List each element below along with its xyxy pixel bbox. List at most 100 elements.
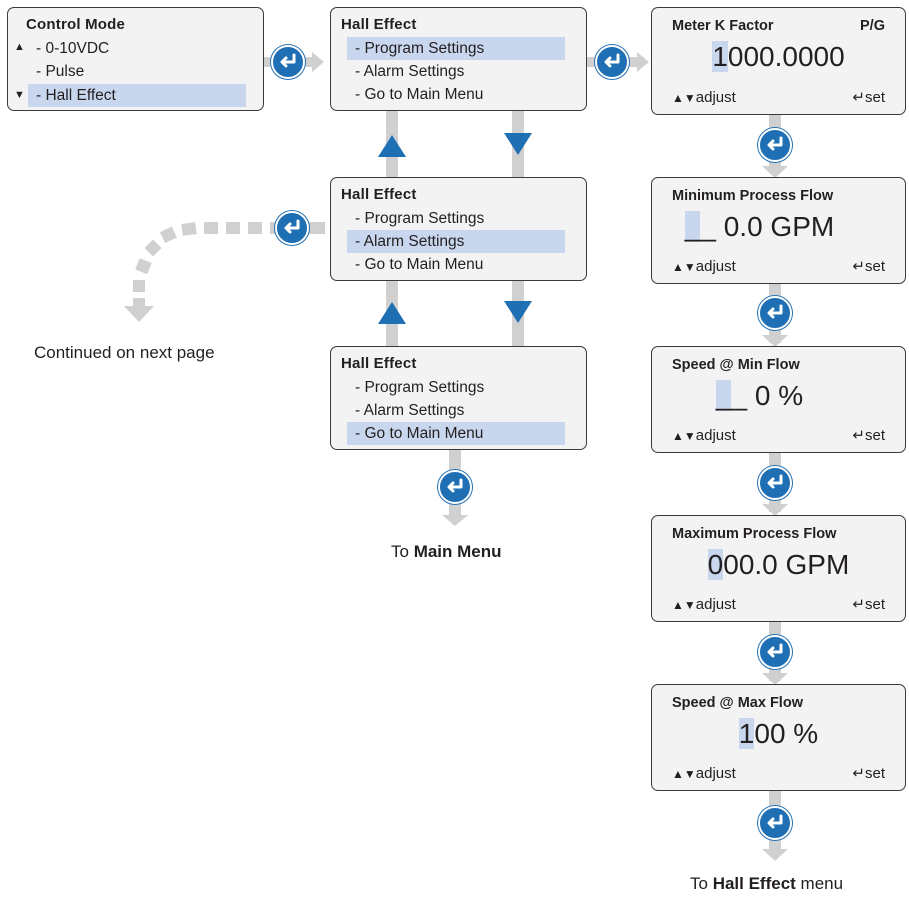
adjust-hint: ▲▼adjust <box>672 596 736 613</box>
enter-return-icon <box>767 474 783 489</box>
adjust-label: adjust <box>695 427 736 444</box>
menu-item-program-settings[interactable]: - Program Settings <box>347 37 565 60</box>
triangle-up-icon <box>378 302 406 324</box>
enter-icon: ↵ <box>852 596 865 613</box>
setting-title: Speed @ Min Flow <box>672 357 800 373</box>
triangle-down-icon <box>504 301 532 323</box>
hall-effect-title: Hall Effect <box>341 186 417 203</box>
up-down-icon: ▲▼ <box>672 260 696 274</box>
enter-button[interactable] <box>758 466 792 500</box>
enter-button[interactable] <box>758 128 792 162</box>
menu-item-hall-effect[interactable]: - Hall Effect <box>28 84 246 107</box>
adjust-hint: ▲▼adjust <box>672 765 736 782</box>
set-label: set <box>864 258 885 275</box>
enter-return-icon <box>280 53 296 68</box>
value-cursor[interactable]: _ <box>684 211 701 242</box>
value-rest: _ 0 % <box>731 380 804 411</box>
set-label: set <box>864 765 885 782</box>
enter-button[interactable] <box>758 806 792 840</box>
continued-caption: Continued on next page <box>34 343 215 362</box>
connector-arrowhead <box>762 166 788 178</box>
dashed-connector <box>124 222 325 322</box>
menu-item-pulse[interactable]: - Pulse <box>36 63 85 80</box>
connector-arrowhead <box>312 52 324 72</box>
scroll-down-icon: ▼ <box>14 89 25 101</box>
enter-button[interactable] <box>595 45 629 79</box>
setting-value[interactable]: 100 % <box>652 717 905 751</box>
enter-button[interactable] <box>438 470 472 504</box>
setting-value[interactable]: 1000.0000 <box>652 40 905 74</box>
enter-return-icon <box>604 53 620 68</box>
max-process-flow-screen: Maximum Process Flow 000.0 GPM ▲▼adjust … <box>651 515 906 622</box>
enter-button[interactable] <box>758 296 792 330</box>
adjust-label: adjust <box>695 258 736 275</box>
enter-icon: ↵ <box>852 765 865 782</box>
menu-item-main-menu[interactable]: - Go to Main Menu <box>347 422 565 445</box>
setting-value[interactable]: 000.0 GPM <box>652 548 905 582</box>
adjust-label: adjust <box>695 596 736 613</box>
enter-button[interactable] <box>271 45 305 79</box>
enter-icon: ↵ <box>852 89 865 106</box>
enter-return-icon <box>447 478 463 493</box>
up-down-icon: ▲▼ <box>672 767 696 781</box>
menu-item-main-menu[interactable]: - Go to Main Menu <box>355 256 484 273</box>
value-rest: 00 % <box>754 718 819 749</box>
connector-arrowhead <box>762 504 788 516</box>
enter-return-icon <box>767 814 783 829</box>
connector-arrowhead <box>442 515 468 526</box>
setting-title: Speed @ Max Flow <box>672 695 803 711</box>
hall-effect-menu-alarm: Hall Effect - Program Settings - Alarm S… <box>330 177 587 281</box>
menu-item-alarm-settings[interactable]: - Alarm Settings <box>355 402 465 419</box>
menu-item-program-settings[interactable]: - Program Settings <box>355 379 485 396</box>
enter-icon: ↵ <box>852 258 865 275</box>
hall-effect-title: Hall Effect <box>341 16 417 33</box>
menu-item-0-10vdc[interactable]: - 0-10VDC <box>36 40 110 57</box>
value-rest: 00.0 GPM <box>723 549 850 580</box>
caption-prefix: To <box>391 542 414 561</box>
adjust-hint: ▲▼adjust <box>672 258 736 275</box>
set-hint: ↵set <box>852 426 885 444</box>
connector-arrowhead <box>762 849 788 861</box>
control-mode-screen: Control Mode ▲ ▼ - 0-10VDC - Pulse - Hal… <box>7 7 264 111</box>
setting-title: Meter K Factor <box>672 18 774 34</box>
menu-item-program-settings[interactable]: - Program Settings <box>355 210 485 227</box>
connector-arrowhead <box>637 52 649 72</box>
hall-effect-menu-main: Hall Effect - Program Settings - Alarm S… <box>330 346 587 450</box>
triangle-up-icon <box>378 135 406 157</box>
unit-label: P/G <box>860 18 885 34</box>
set-hint: ↵set <box>852 764 885 782</box>
adjust-hint: ▲▼adjust <box>672 427 736 444</box>
set-hint: ↵set <box>852 595 885 613</box>
to-hall-effect-caption: To Hall Effect menu <box>690 874 843 894</box>
speed-min-flow-screen: Speed @ Min Flow __ 0 % ▲▼adjust ↵set <box>651 346 906 453</box>
menu-item-main-menu[interactable]: - Go to Main Menu <box>355 86 484 103</box>
caption-suffix: menu <box>795 874 844 893</box>
enter-button[interactable] <box>275 211 309 245</box>
setting-title: Minimum Process Flow <box>672 188 834 204</box>
connector-arrowhead <box>762 673 788 685</box>
setting-value[interactable]: __ 0 % <box>614 379 905 413</box>
min-process-flow-screen: Minimum Process Flow __ 0.0 GPM ▲▼adjust… <box>651 177 906 284</box>
set-label: set <box>864 89 885 106</box>
hall-effect-menu-program: Hall Effect - Program Settings - Alarm S… <box>330 7 587 111</box>
adjust-label: adjust <box>695 89 736 106</box>
to-main-menu-caption: To Main Menu <box>391 542 502 562</box>
menu-item-alarm-settings[interactable]: - Alarm Settings <box>355 63 465 80</box>
adjust-label: adjust <box>695 765 736 782</box>
set-hint: ↵set <box>852 88 885 106</box>
value-cursor[interactable]: 0 <box>707 549 724 580</box>
setting-value[interactable]: __ 0.0 GPM <box>614 210 905 244</box>
meter-k-factor-screen: Meter K Factor P/G 1000.0000 ▲▼adjust ↵s… <box>651 7 906 115</box>
set-hint: ↵set <box>852 257 885 275</box>
value-cursor[interactable]: 1 <box>738 718 755 749</box>
setting-title: Maximum Process Flow <box>672 526 837 542</box>
value-cursor[interactable]: _ <box>715 380 732 411</box>
value-cursor[interactable]: 1 <box>712 41 728 72</box>
value-rest: 000.0000 <box>727 41 845 72</box>
enter-button[interactable] <box>758 635 792 669</box>
set-label: set <box>864 427 885 444</box>
hall-effect-link[interactable]: Hall Effect <box>712 874 796 893</box>
main-menu-link[interactable]: Main Menu <box>413 542 502 561</box>
menu-item-alarm-settings[interactable]: - Alarm Settings <box>347 230 565 253</box>
up-down-icon: ▲▼ <box>672 429 696 443</box>
